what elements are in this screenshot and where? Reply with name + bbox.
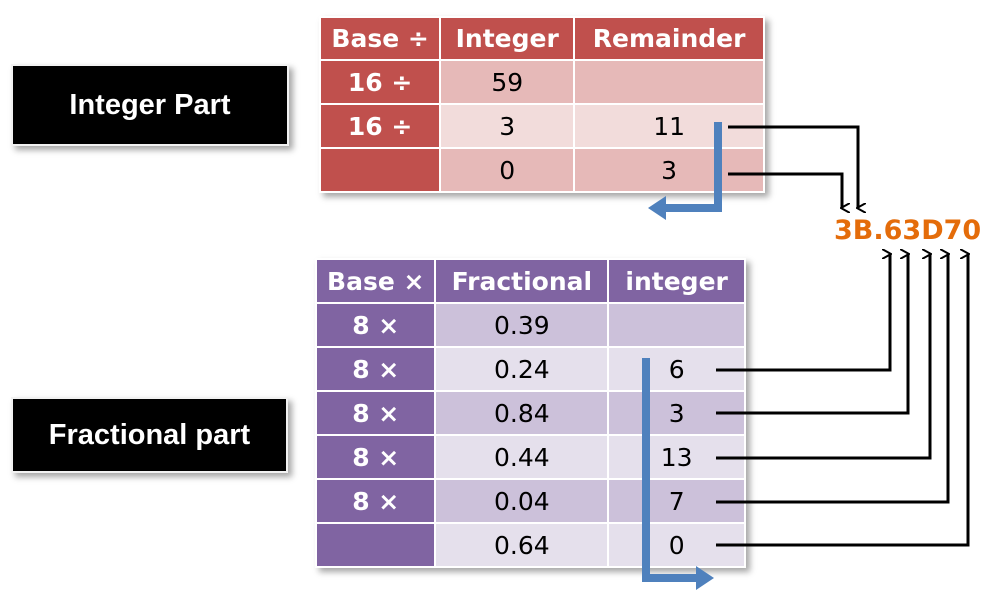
result-hex-value: 3B.63D70: [834, 215, 982, 246]
fraction-conversion-table: Base × Fractional integer 8 × 0.39 8 × 0…: [314, 258, 746, 568]
table-row: 0.64 0: [314, 522, 746, 568]
fractional-cell: 0.04: [434, 478, 610, 524]
fractional-cell: 0.44: [434, 434, 610, 480]
integer-read-order-arrow: [648, 122, 722, 220]
op-cell: 8 ×: [314, 346, 437, 392]
fraction-table-header-base: Base ×: [314, 258, 437, 304]
op-cell: [314, 522, 437, 568]
op-cell: 8 ×: [314, 478, 437, 524]
op-cell: 8 ×: [314, 390, 437, 436]
remainder-cell: 3: [573, 147, 765, 193]
op-cell: 16 ÷: [318, 103, 442, 149]
fractional-cell: 0.64: [434, 522, 610, 568]
table-row: 16 ÷ 59: [318, 59, 765, 105]
integer-cell: 3: [439, 103, 576, 149]
table-row: 8 × 0.84 3: [314, 390, 746, 436]
integer-table-header-base: Base ÷: [318, 16, 442, 61]
integer-table-header-row: Base ÷ Integer Remainder: [318, 16, 765, 61]
op-cell: 8 ×: [314, 302, 437, 348]
fractional-part-label: Fractional part: [11, 397, 288, 473]
table-row: 8 × 0.39: [314, 302, 746, 348]
fraction-read-order-arrow: [642, 358, 714, 590]
integer-cell: 0: [439, 147, 576, 193]
integer-cell: 0: [607, 522, 746, 568]
fraction-table-header-row: Base × Fractional integer: [314, 258, 746, 304]
integer-part-label-text: Integer Part: [69, 88, 231, 121]
remainder-cell: [573, 59, 765, 105]
op-cell: [318, 147, 442, 193]
table-row: 8 × 0.24 6: [314, 346, 746, 392]
fractional-part-label-text: Fractional part: [48, 418, 251, 451]
integer-conversion-table: Base ÷ Integer Remainder 16 ÷ 59 16 ÷ 3 …: [318, 16, 765, 193]
fraction-connector-lines: [716, 254, 968, 547]
fractional-cell: 0.39: [434, 302, 610, 348]
integer-table-header-remainder: Remainder: [573, 16, 765, 61]
integer-cell: 59: [439, 59, 576, 105]
fraction-table-header-integer: integer: [607, 258, 746, 304]
table-row: 8 × 0.44 13: [314, 434, 746, 480]
integer-cell: [607, 302, 746, 348]
fraction-table-header-fractional: Fractional: [434, 258, 610, 304]
table-row: 0 3: [318, 147, 765, 193]
integer-cell: 13: [607, 434, 746, 480]
integer-table-header-integer: Integer: [439, 16, 576, 61]
integer-part-label: Integer Part: [11, 64, 289, 146]
fractional-cell: 0.24: [434, 346, 610, 392]
op-cell: 8 ×: [314, 434, 437, 480]
integer-connector-lines: [728, 125, 858, 208]
fractional-cell: 0.84: [434, 390, 610, 436]
op-cell: 16 ÷: [318, 59, 442, 105]
